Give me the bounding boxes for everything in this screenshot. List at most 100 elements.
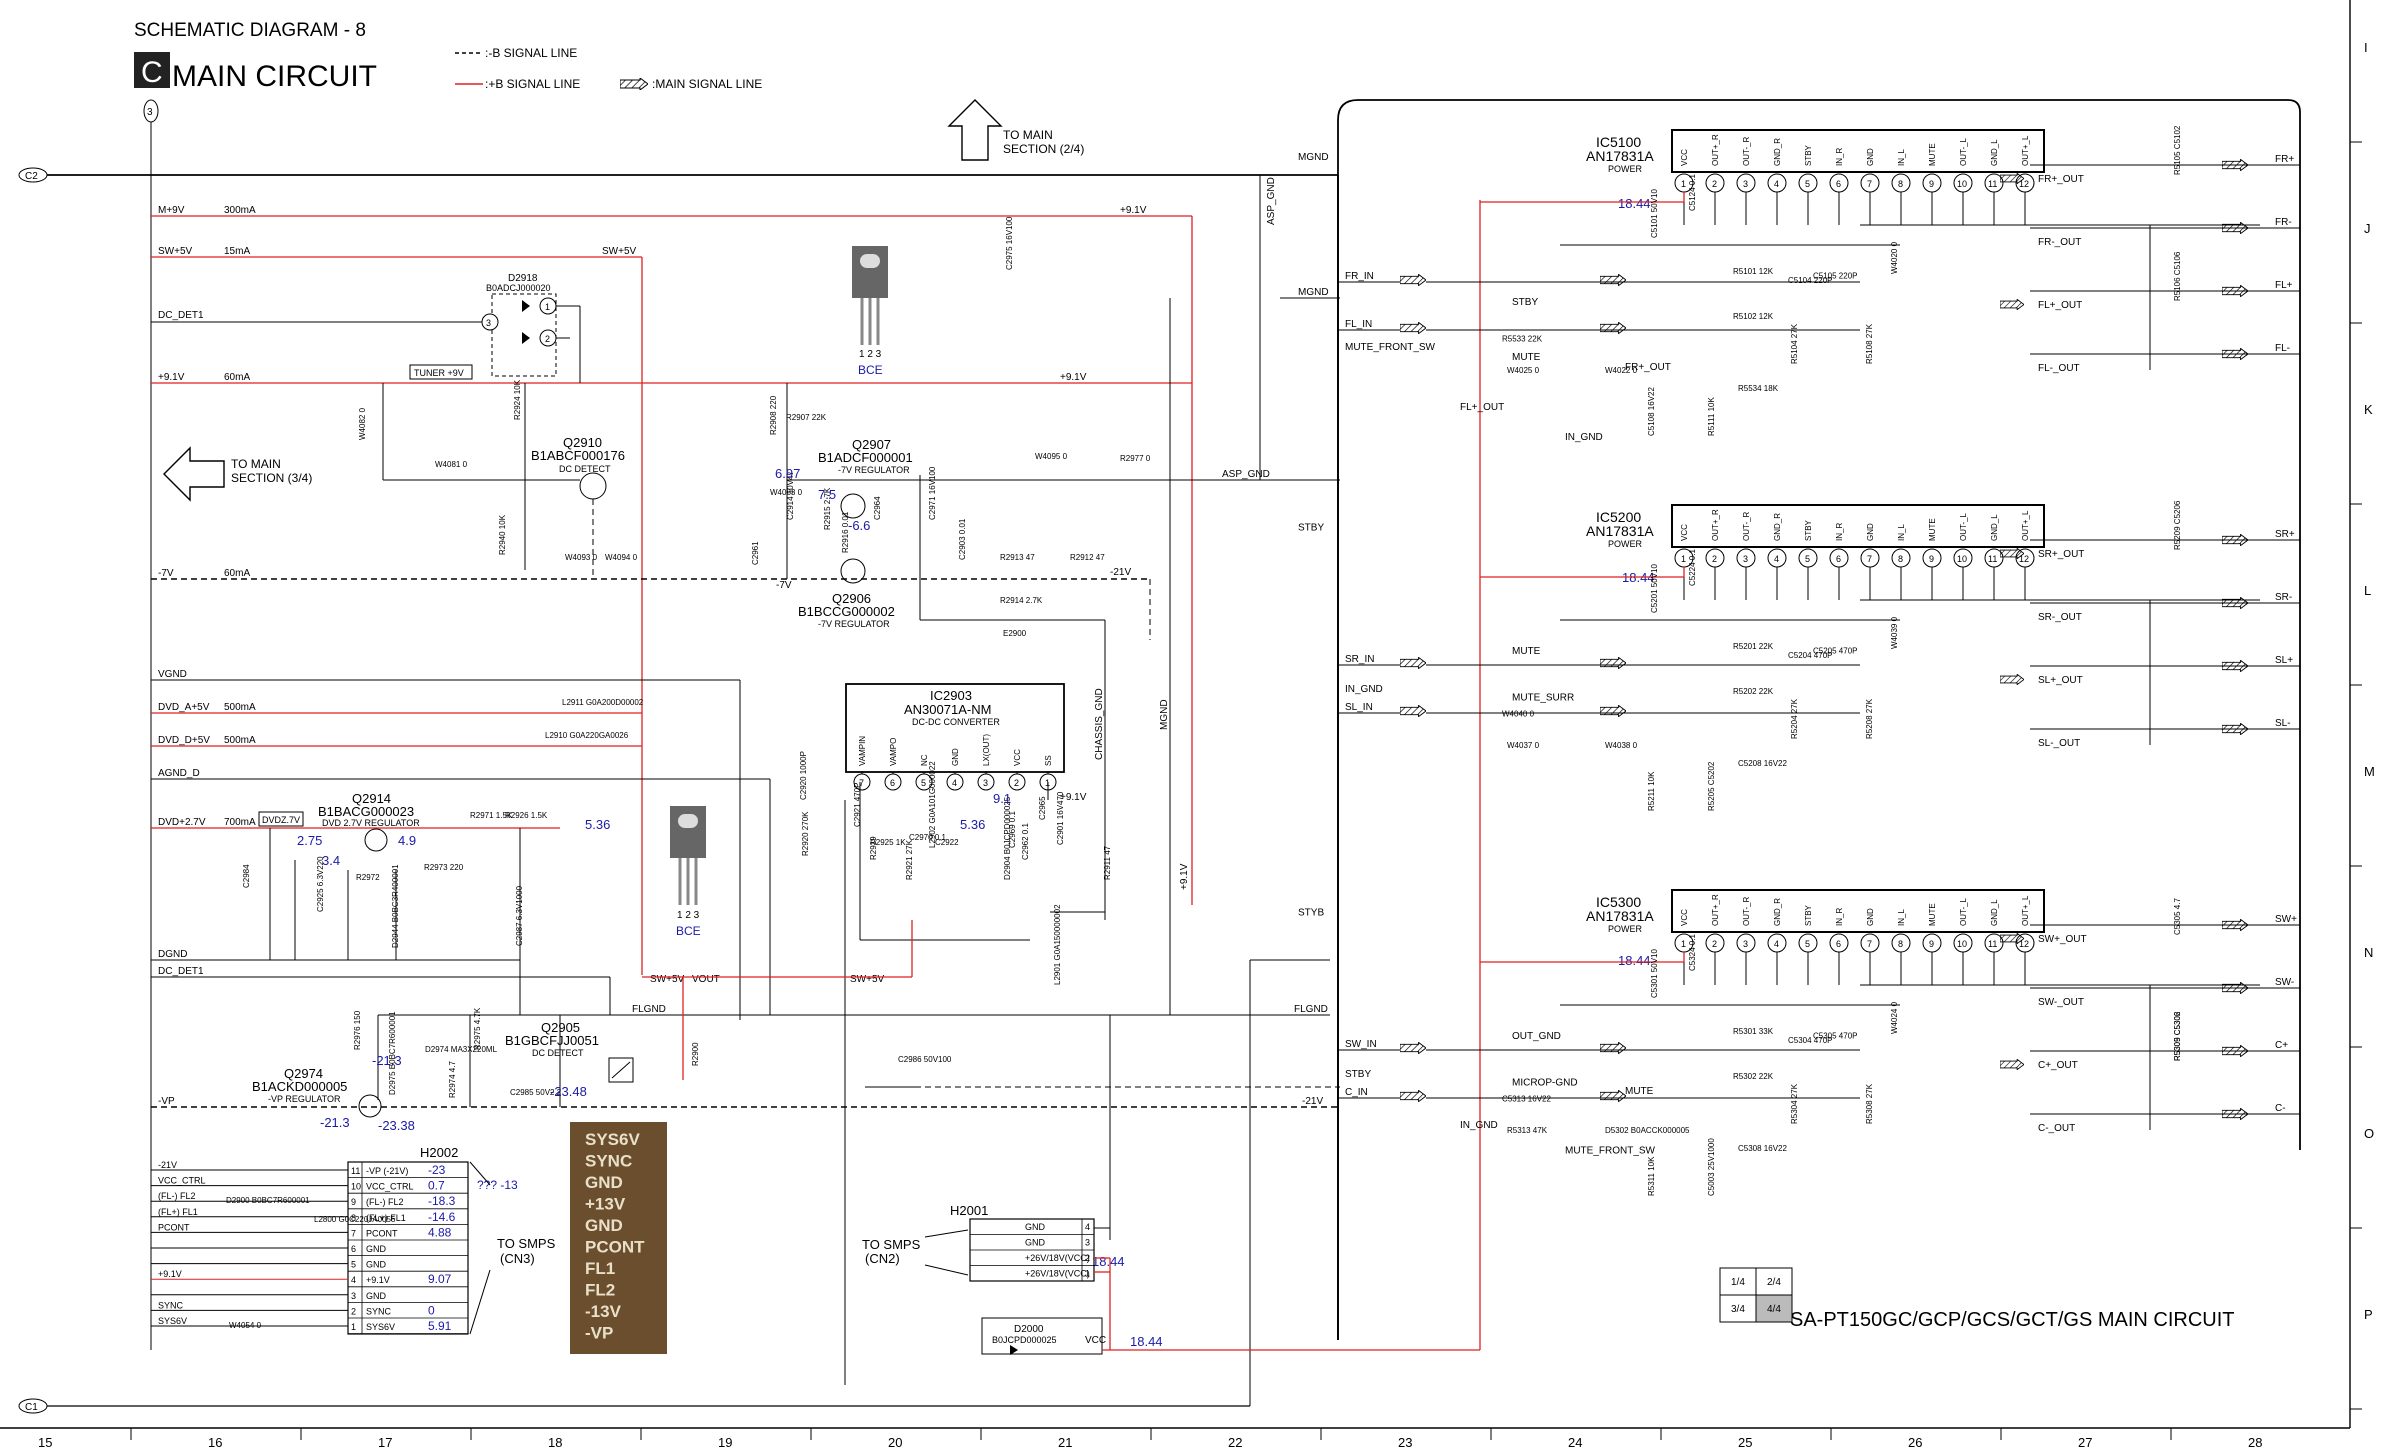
legend-b-minus: :-B SIGNAL LINE	[485, 46, 577, 60]
amp-part-label: C5201 50V10	[1650, 564, 1659, 613]
grid-col-label: 26	[1908, 1435, 1922, 1450]
h2002-pin-name: +9.1V	[366, 1275, 390, 1285]
part-label: W4083 0	[770, 488, 803, 497]
pkg-pins: 1 2 3	[859, 349, 882, 360]
ic-pin-number: 3	[1743, 554, 1748, 564]
pin-number: 6	[890, 778, 895, 788]
svg-text:2/4: 2/4	[1767, 1277, 1781, 1288]
dvdz-label: DVDZ.7V	[262, 815, 300, 825]
part-label: R2915 2.7K	[823, 487, 832, 530]
part-label: R2976 150	[353, 1010, 362, 1050]
part-label: L2902 G0A101G000022	[928, 761, 937, 848]
net-label: SW+5V	[650, 974, 685, 985]
amp-part-label: W4040 0	[1502, 710, 1535, 719]
part-number: AN30071A-NM	[904, 702, 991, 717]
amp-part-label: R5208 27K	[1865, 698, 1874, 739]
part-label: L2911 G0A200D00002	[562, 698, 644, 707]
ic-pin-number: 7	[1867, 939, 1872, 949]
net-label: +9.1V	[1120, 205, 1147, 216]
amp-part-label: C5208 16V22	[1738, 759, 1787, 768]
pin-circle	[946, 773, 964, 791]
h2002-voltage: 4.88	[428, 1225, 452, 1239]
part-label: R2911 47	[1103, 845, 1112, 880]
part-label: R2972	[356, 873, 380, 882]
part-label: R2926 1.5K	[505, 811, 548, 820]
part-label: R2913 47	[1000, 553, 1035, 562]
grid-col-label: 18	[548, 1435, 562, 1450]
amp-part-label: R5205 C5202	[1707, 761, 1716, 811]
amp-part-label: C5124 0.1	[1688, 174, 1697, 211]
photo-text: SYS6V	[585, 1130, 640, 1149]
voltage: 9.1	[993, 791, 1011, 806]
pkg-pins: 1 2 3	[677, 910, 700, 921]
part-label: C2969 0.1	[1008, 811, 1017, 848]
h2002-pin: 11	[351, 1166, 360, 1176]
amp-part-label: C5205 470P	[1813, 647, 1857, 656]
amp-part-label: R5106 C5106	[2173, 251, 2182, 301]
amp-part-label: R5534 18K	[1738, 384, 1779, 393]
ic-pin-number: 4	[1774, 179, 1779, 189]
h2002-voltage: -18.3	[428, 1194, 456, 1208]
amp-section-frame	[1337, 99, 2301, 1340]
part-label: C2961	[751, 541, 760, 565]
photo-text: PCONT	[585, 1238, 645, 1257]
ic-pin-number: 9	[1929, 554, 1934, 564]
amp-part-label: R5105 C5102	[2173, 125, 2182, 175]
h2001-pin-name: +26V/18V(VCC)	[1025, 1253, 1090, 1263]
part-label: C2971 16V100	[928, 466, 937, 520]
amp-part-label: C5324 0.1	[1688, 934, 1697, 971]
rail-current: 700mA	[224, 817, 256, 828]
h2002-net-label: SYNC	[158, 1300, 184, 1310]
part-number: B1ADCF000001	[818, 450, 913, 465]
amp-out-net: SW+_OUT	[2038, 934, 2087, 945]
page-title: SCHEMATIC DIAGRAM - 8	[134, 20, 366, 41]
net-label: VOUT	[692, 974, 720, 985]
part-func: DC-DC CONVERTER	[912, 717, 1000, 727]
part-label: R2912 47	[1070, 553, 1105, 562]
amp-net-label: MUTE	[1625, 1086, 1654, 1097]
part-label: C2987 6.3V1000	[515, 885, 524, 946]
net-label: MGND	[1298, 287, 1329, 298]
amp-part-label: R5305 C5302	[2173, 1011, 2182, 1061]
rail-label: DVD+2.7V	[158, 817, 206, 828]
amp-part-label: C5108 16V22	[1647, 387, 1656, 436]
h2002-voltage: 0	[428, 1303, 435, 1317]
part-label: R2914 2.7K	[1000, 596, 1043, 605]
photo-text: FL2	[585, 1281, 615, 1300]
photo-text: GND	[585, 1173, 623, 1192]
voltage: 18.44	[1092, 1254, 1125, 1269]
to-main-left-arrow	[163, 446, 225, 502]
grid-row-label: L	[2364, 583, 2371, 598]
pin-number: 5	[921, 778, 926, 788]
ic-pin-number: 7	[1867, 554, 1872, 564]
amp-part-label: W4022 0	[1605, 366, 1638, 375]
voltage: -21.3	[320, 1115, 350, 1130]
h2002-voltage: 0.7	[428, 1179, 445, 1193]
ic-pin-name: STBY	[1804, 144, 1813, 166]
part-label: D2975 B0BC7R600001	[388, 1011, 397, 1095]
svg-text:1: 1	[545, 302, 550, 312]
photo-text: FL1	[585, 1259, 615, 1278]
amp-net-label: MUTE_SURR	[1512, 693, 1574, 704]
part-ref: D2918	[508, 273, 538, 284]
part-label: C2920 1000P	[799, 751, 808, 800]
ic-pin-name: OUT+_L	[2021, 895, 2030, 926]
amp-out-net: SR-_OUT	[2038, 612, 2082, 623]
ic-pin-name: GND_R	[1773, 513, 1782, 541]
part-label: W4095 0	[1035, 452, 1068, 461]
amp-output-label: SL-	[2275, 718, 2291, 729]
ic-pin-number: 6	[1836, 554, 1841, 564]
photo-text: SYNC	[585, 1152, 632, 1171]
grid-col-label: 19	[718, 1435, 732, 1450]
part-label: R2925 1K	[870, 838, 906, 847]
amp-part-label: C5301 50V10	[1650, 949, 1659, 998]
h2002-pin-name: (FL+) FL1	[366, 1213, 406, 1223]
ic-pin-number: 1	[1681, 939, 1686, 949]
part-label: R2921 27K	[905, 839, 914, 880]
part-label: L2901 G0A150000002	[1053, 904, 1062, 985]
net-label: SW+5V	[602, 246, 637, 257]
h2002-pin: 5	[351, 1260, 356, 1270]
part-label: R2919	[869, 836, 878, 860]
ic-pin-name: MUTE	[1928, 518, 1937, 541]
